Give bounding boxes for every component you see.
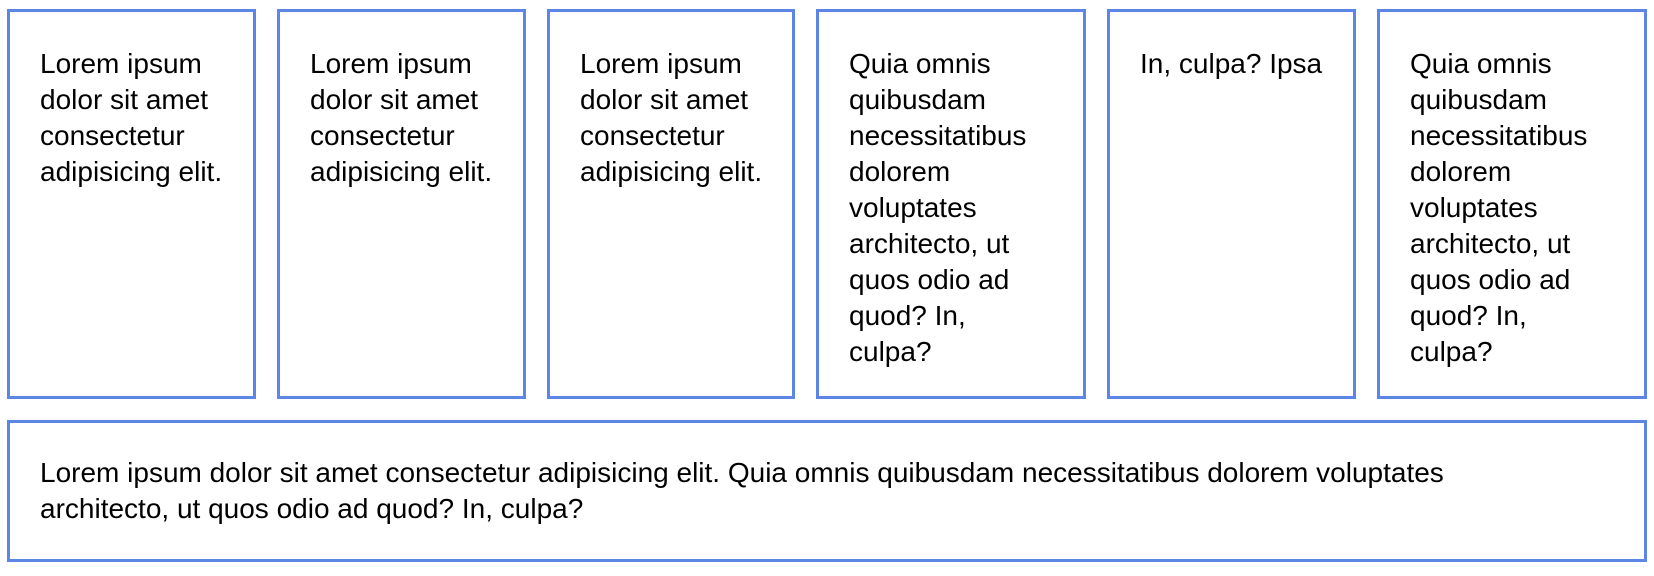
card-text: Lorem ipsum dolor sit amet consectetur a…: [580, 48, 763, 187]
card-text: In, culpa? Ipsa: [1140, 48, 1323, 79]
text-card-5: In, culpa? Ipsa: [1107, 9, 1356, 399]
text-card-2: Lorem ipsum dolor sit amet consectetur a…: [277, 9, 526, 399]
wide-text-card: Lorem ipsum dolor sit amet consectetur a…: [7, 420, 1647, 562]
text-card-1: Lorem ipsum dolor sit amet consectetur a…: [7, 9, 256, 399]
card-text: Quia omnis quibusdam necessitatibus dolo…: [849, 48, 1027, 367]
text-card-3: Lorem ipsum dolor sit amet consectetur a…: [547, 9, 795, 399]
card-text: Lorem ipsum dolor sit amet consectetur a…: [40, 457, 1444, 524]
card-text: Lorem ipsum dolor sit amet consectetur a…: [40, 48, 223, 187]
text-card-6: Quia omnis quibusdam necessitatibus dolo…: [1377, 9, 1647, 399]
text-card-4: Quia omnis quibusdam necessitatibus dolo…: [816, 9, 1086, 399]
card-text: Lorem ipsum dolor sit amet consectetur a…: [310, 48, 493, 187]
card-text: Quia omnis quibusdam necessitatibus dolo…: [1410, 48, 1588, 367]
